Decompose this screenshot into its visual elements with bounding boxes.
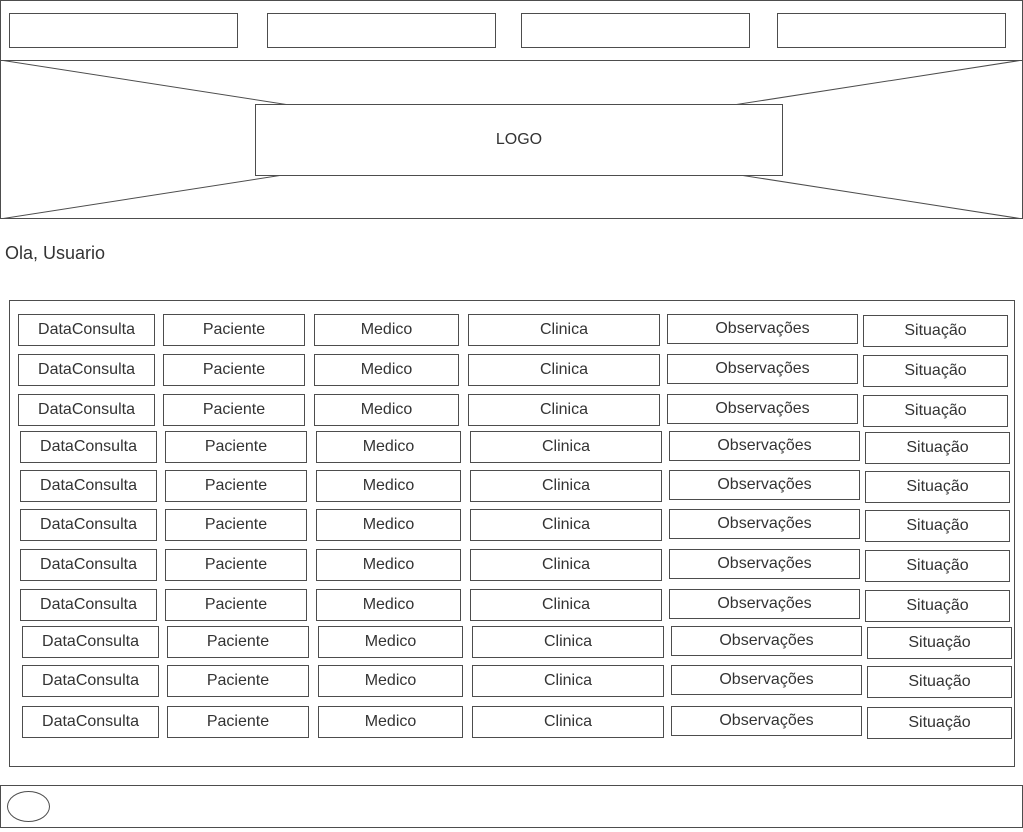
clinica-cell[interactable]: Clinica xyxy=(468,354,660,386)
data-consulta-cell[interactable]: DataConsulta xyxy=(22,665,159,697)
medico-cell[interactable]: Medico xyxy=(316,470,461,502)
paciente-cell[interactable]: Paciente xyxy=(167,665,309,697)
clinica-cell[interactable]: Clinica xyxy=(472,626,664,658)
paciente-cell[interactable]: Paciente xyxy=(163,314,305,346)
paciente-cell[interactable]: Paciente xyxy=(163,394,305,426)
paciente-cell[interactable]: Paciente xyxy=(165,549,307,581)
data-consulta-cell[interactable]: DataConsulta xyxy=(18,354,155,386)
observacoes-cell[interactable]: Observações xyxy=(671,665,862,695)
observacoes-cell[interactable]: Observações xyxy=(671,706,862,736)
medico-cell[interactable]: Medico xyxy=(314,394,459,426)
clinica-cell[interactable]: Clinica xyxy=(468,314,660,346)
paciente-cell[interactable]: Paciente xyxy=(165,509,307,541)
nav-item-1[interactable] xyxy=(9,13,238,48)
medico-cell[interactable]: Medico xyxy=(316,431,461,463)
nav-item-4[interactable] xyxy=(777,13,1006,48)
banner: LOGO xyxy=(0,60,1023,219)
appointments-table xyxy=(9,300,1015,767)
footer xyxy=(0,785,1023,828)
situacao-cell[interactable]: Situação xyxy=(863,355,1008,387)
nav-item-3[interactable] xyxy=(521,13,750,48)
observacoes-cell[interactable]: Observações xyxy=(667,394,858,424)
observacoes-cell[interactable]: Observações xyxy=(667,314,858,344)
data-consulta-cell[interactable]: DataConsulta xyxy=(22,706,159,738)
observacoes-cell[interactable]: Observações xyxy=(671,626,862,656)
medico-cell[interactable]: Medico xyxy=(318,706,463,738)
observacoes-cell[interactable]: Observações xyxy=(669,509,860,539)
medico-cell[interactable]: Medico xyxy=(316,589,461,621)
observacoes-cell[interactable]: Observações xyxy=(669,470,860,500)
situacao-cell[interactable]: Situação xyxy=(865,590,1010,622)
situacao-cell[interactable]: Situação xyxy=(865,550,1010,582)
nav-item-2[interactable] xyxy=(267,13,496,48)
data-consulta-cell[interactable]: DataConsulta xyxy=(18,314,155,346)
situacao-cell[interactable]: Situação xyxy=(867,627,1012,659)
situacao-cell[interactable]: Situação xyxy=(865,471,1010,503)
clinica-cell[interactable]: Clinica xyxy=(472,706,664,738)
paciente-cell[interactable]: Paciente xyxy=(163,354,305,386)
paciente-cell[interactable]: Paciente xyxy=(165,470,307,502)
data-consulta-cell[interactable]: DataConsulta xyxy=(20,509,157,541)
clinica-cell[interactable]: Clinica xyxy=(470,509,662,541)
clinica-cell[interactable]: Clinica xyxy=(470,589,662,621)
observacoes-cell[interactable]: Observações xyxy=(669,431,860,461)
data-consulta-cell[interactable]: DataConsulta xyxy=(20,431,157,463)
medico-cell[interactable]: Medico xyxy=(316,549,461,581)
clinica-cell[interactable]: Clinica xyxy=(472,665,664,697)
clinica-cell[interactable]: Clinica xyxy=(470,549,662,581)
situacao-cell[interactable]: Situação xyxy=(867,666,1012,698)
observacoes-cell[interactable]: Observações xyxy=(667,354,858,384)
paciente-cell[interactable]: Paciente xyxy=(167,626,309,658)
situacao-cell[interactable]: Situação xyxy=(865,510,1010,542)
clinica-cell[interactable]: Clinica xyxy=(470,431,662,463)
paciente-cell[interactable]: Paciente xyxy=(165,431,307,463)
clinica-cell[interactable]: Clinica xyxy=(468,394,660,426)
medico-cell[interactable]: Medico xyxy=(318,665,463,697)
data-consulta-cell[interactable]: DataConsulta xyxy=(20,470,157,502)
paciente-cell[interactable]: Paciente xyxy=(167,706,309,738)
data-consulta-cell[interactable]: DataConsulta xyxy=(18,394,155,426)
logo: LOGO xyxy=(255,104,783,176)
situacao-cell[interactable]: Situação xyxy=(865,432,1010,464)
greeting-text: Ola, Usuario xyxy=(5,243,106,263)
observacoes-cell[interactable]: Observações xyxy=(669,589,860,619)
situacao-cell[interactable]: Situação xyxy=(863,395,1008,427)
observacoes-cell[interactable]: Observações xyxy=(669,549,860,579)
data-consulta-cell[interactable]: DataConsulta xyxy=(20,549,157,581)
banner-image-placeholder xyxy=(0,60,1023,219)
data-consulta-cell[interactable]: DataConsulta xyxy=(22,626,159,658)
situacao-cell[interactable]: Situação xyxy=(863,315,1008,347)
situacao-cell[interactable]: Situação xyxy=(867,707,1012,739)
paciente-cell[interactable]: Paciente xyxy=(165,589,307,621)
data-consulta-cell[interactable]: DataConsulta xyxy=(20,589,157,621)
medico-cell[interactable]: Medico xyxy=(318,626,463,658)
oval-shape xyxy=(7,791,50,822)
medico-cell[interactable]: Medico xyxy=(314,354,459,386)
clinica-cell[interactable]: Clinica xyxy=(470,470,662,502)
medico-cell[interactable]: Medico xyxy=(316,509,461,541)
medico-cell[interactable]: Medico xyxy=(314,314,459,346)
